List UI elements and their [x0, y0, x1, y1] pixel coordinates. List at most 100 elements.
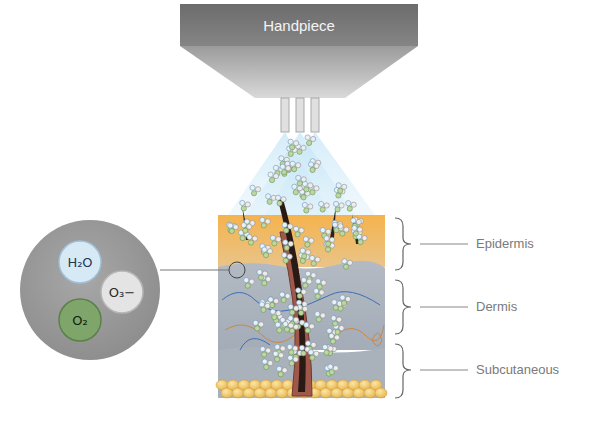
molecule [275, 195, 280, 200]
molecule [307, 140, 312, 145]
molecule [266, 194, 271, 199]
molecule [281, 197, 286, 202]
molecule [331, 315, 336, 320]
molecule [325, 247, 330, 252]
molecule [229, 228, 234, 233]
molecule [328, 346, 333, 351]
molecule [280, 292, 285, 297]
molecule [315, 311, 320, 316]
molecule [316, 317, 321, 322]
molecule [351, 202, 356, 207]
brace [395, 218, 411, 270]
molecule-formula: H₂O [67, 255, 92, 270]
molecule [327, 328, 332, 333]
molecule [284, 228, 289, 233]
molecule [253, 320, 258, 325]
molecules [226, 135, 367, 377]
molecule [288, 241, 293, 246]
molecule [296, 288, 301, 293]
molecule [334, 228, 339, 233]
molecule [265, 303, 270, 308]
leader-line [420, 244, 468, 245]
molecule [297, 293, 302, 298]
molecule [347, 260, 352, 265]
molecule [308, 162, 313, 167]
molecule [328, 364, 333, 369]
molecule [268, 297, 273, 302]
molecule-circle: H₂O [58, 240, 102, 284]
molecule [301, 177, 306, 182]
nozzle [311, 98, 319, 132]
molecule [339, 203, 344, 208]
molecule [329, 333, 334, 338]
molecule [311, 342, 316, 347]
molecule [259, 322, 264, 327]
molecule [288, 304, 293, 309]
molecule [245, 283, 250, 288]
molecule [336, 300, 341, 305]
molecule [268, 172, 273, 177]
molecule [320, 313, 325, 318]
molecule [296, 163, 301, 168]
molecule [333, 305, 338, 310]
molecule [262, 280, 267, 285]
molecule [289, 350, 294, 355]
circle-shape [101, 271, 143, 313]
molecule [274, 298, 279, 303]
molecule [241, 206, 246, 211]
molecule [309, 238, 314, 243]
molecule [314, 163, 319, 168]
molecule [319, 290, 324, 295]
molecule [259, 302, 264, 307]
molecule [262, 352, 267, 357]
molecule [247, 234, 252, 239]
molecule [303, 283, 308, 288]
molecule [314, 288, 319, 293]
magnify-ring [229, 262, 245, 278]
molecule [261, 223, 266, 228]
molecule [299, 228, 304, 233]
molecule [305, 341, 310, 346]
molecule [301, 145, 306, 150]
molecule [280, 164, 285, 169]
molecule [343, 264, 348, 269]
molecule [293, 357, 298, 362]
molecule [245, 202, 250, 207]
molecule [283, 258, 288, 263]
molecule [346, 201, 351, 206]
blood-vessel [222, 292, 380, 312]
molecule [276, 311, 281, 316]
brace [395, 280, 411, 334]
molecule [329, 370, 334, 375]
leader-line [160, 270, 229, 271]
molecule [341, 300, 346, 305]
molecule [277, 201, 282, 206]
molecule [338, 224, 343, 229]
handpiece-box: Handpiece [180, 4, 418, 46]
molecule [294, 306, 299, 311]
molecule-formula: O₂ [72, 313, 87, 328]
molecule [274, 298, 279, 303]
molecule [279, 353, 284, 358]
device-name: Handpiece [263, 17, 335, 34]
blood-vessel [240, 339, 270, 350]
layer-label: Epidermis [476, 236, 534, 252]
molecule [240, 236, 245, 241]
nozzle [296, 98, 304, 132]
molecule [316, 279, 321, 284]
molecule [334, 335, 339, 340]
molecule [337, 317, 342, 322]
molecule [270, 309, 275, 314]
molecule [333, 201, 338, 206]
molecule [307, 279, 312, 284]
molecule [288, 139, 293, 144]
nerve-ending [372, 333, 382, 346]
molecule [249, 279, 254, 284]
molecule [267, 249, 272, 254]
molecule [264, 364, 269, 369]
molecule [342, 259, 347, 264]
molecule [297, 149, 302, 154]
molecule [310, 190, 315, 195]
molecule [268, 296, 273, 301]
molecule [243, 228, 248, 233]
